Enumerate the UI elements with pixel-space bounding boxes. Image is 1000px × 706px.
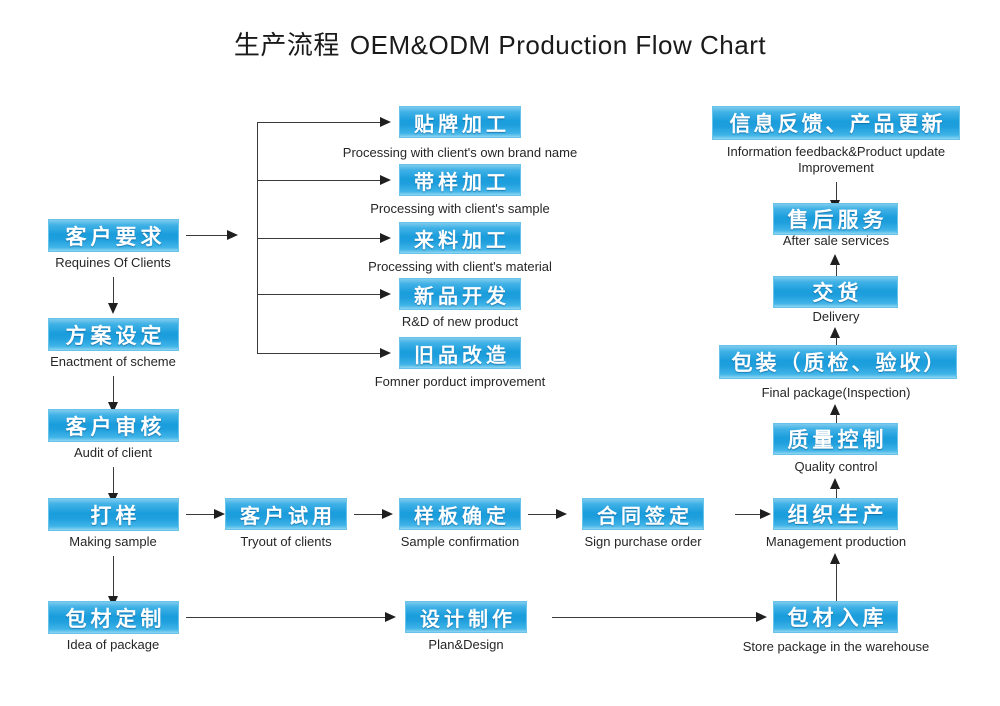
caption-making-sample: Making sample bbox=[69, 534, 157, 549]
node-branch-rd[interactable]: 新品开发 bbox=[399, 278, 521, 310]
connector-order-to-production bbox=[735, 514, 761, 515]
node-branch-material[interactable]: 来料加工 bbox=[399, 222, 521, 254]
node-feedback[interactable]: 信息反馈、产品更新 bbox=[712, 106, 960, 140]
connector-package-to-design bbox=[186, 617, 386, 618]
connector-store-to-production bbox=[836, 563, 837, 601]
node-branch-brand[interactable]: 贴牌加工 bbox=[399, 106, 521, 138]
caption-store-package: Store package in the warehouse bbox=[742, 639, 930, 654]
connector-feedback-to-aftersale bbox=[836, 182, 837, 202]
connector-design-to-store bbox=[552, 617, 757, 618]
branch-trunk-vertical bbox=[257, 122, 258, 353]
caption-client-requirements: Requines Of Clients bbox=[55, 255, 171, 270]
caption-quality-control: Quality control bbox=[794, 459, 878, 474]
connector-quality-to-package bbox=[836, 414, 837, 423]
node-making-sample[interactable]: 打样 bbox=[48, 498, 179, 531]
connector-branch-sample bbox=[257, 180, 381, 181]
connector-audit-to-sample bbox=[113, 467, 114, 494]
node-final-package[interactable]: 包装（质检、验收） bbox=[719, 345, 957, 379]
node-quality-control[interactable]: 质量控制 bbox=[773, 423, 898, 455]
arrowhead-production-to-quality bbox=[830, 478, 840, 489]
connector-tryout-to-confirm bbox=[354, 514, 383, 515]
arrowhead-design-to-store bbox=[756, 612, 767, 622]
arrowhead-branch-sample bbox=[380, 175, 391, 185]
page-title: 生产流程 OEM&ODM Production Flow Chart bbox=[0, 28, 1000, 63]
connector-delivery-to-aftersale bbox=[836, 264, 837, 280]
arrowhead-sample-to-tryout bbox=[214, 509, 225, 519]
arrowhead-order-to-production bbox=[760, 509, 771, 519]
connector-requirements-to-trunk bbox=[186, 235, 228, 236]
arrowhead-scheme-to-audit bbox=[108, 402, 118, 413]
caption-tryout: Tryout of clients bbox=[240, 534, 332, 549]
arrowhead-branch-material bbox=[380, 233, 391, 243]
connector-branch-rd bbox=[257, 294, 381, 295]
caption-after-sale: After sale services bbox=[782, 233, 890, 248]
connector-branch-material bbox=[257, 238, 381, 239]
node-sample-confirm[interactable]: 样板确定 bbox=[399, 498, 521, 530]
node-after-sale[interactable]: 售后服务 bbox=[773, 203, 898, 235]
arrowhead-package-to-delivery bbox=[830, 327, 840, 338]
caption-management-production: Management production bbox=[765, 534, 907, 549]
caption-final-package: Final package(Inspection) bbox=[761, 385, 911, 400]
caption-branch-rd: R&D of new product bbox=[401, 314, 519, 329]
connector-requirements-to-scheme bbox=[113, 277, 114, 304]
node-sign-order[interactable]: 合同签定 bbox=[582, 498, 704, 530]
arrowhead-confirm-to-order bbox=[556, 509, 567, 519]
node-scheme[interactable]: 方案设定 bbox=[48, 318, 179, 351]
connector-branch-improve bbox=[257, 353, 381, 354]
caption-sign-order: Sign purchase order bbox=[584, 534, 702, 549]
connector-sample-to-package bbox=[113, 556, 114, 597]
arrowhead-package-to-design bbox=[385, 612, 396, 622]
caption-idea-package: Idea of package bbox=[66, 637, 160, 652]
caption-branch-brand: Processing with client's own brand name bbox=[342, 145, 578, 160]
node-tryout[interactable]: 客户试用 bbox=[225, 498, 347, 530]
connector-package-to-delivery bbox=[836, 337, 837, 345]
node-store-package[interactable]: 包材入库 bbox=[773, 601, 898, 633]
connector-production-to-quality bbox=[836, 488, 837, 498]
node-branch-improve[interactable]: 旧品改造 bbox=[399, 337, 521, 369]
arrowhead-quality-to-package bbox=[830, 404, 840, 415]
caption-branch-sample: Processing with client's sample bbox=[370, 201, 550, 216]
node-delivery[interactable]: 交货 bbox=[773, 276, 898, 308]
caption-delivery: Delivery bbox=[812, 309, 860, 324]
arrowhead-branch-brand bbox=[380, 117, 391, 127]
connector-branch-brand bbox=[257, 122, 381, 123]
arrowhead-branch-improve bbox=[380, 348, 391, 358]
page-title-chinese: 生产流程 bbox=[233, 31, 340, 61]
arrowhead-requirements-to-scheme bbox=[108, 303, 118, 314]
node-plan-design[interactable]: 设计制作 bbox=[405, 601, 527, 633]
caption-branch-improve: Fomner porduct improvement bbox=[374, 374, 546, 389]
caption-scheme: Enactment of scheme bbox=[50, 354, 176, 369]
connector-sample-to-tryout bbox=[186, 514, 215, 515]
connector-scheme-to-audit bbox=[113, 376, 114, 403]
arrowhead-branch-rd bbox=[380, 289, 391, 299]
caption-plan-design: Plan&Design bbox=[428, 637, 504, 652]
caption-audit: Audit of client bbox=[73, 445, 153, 460]
arrowhead-tryout-to-confirm bbox=[382, 509, 393, 519]
node-idea-package[interactable]: 包材定制 bbox=[48, 601, 179, 634]
arrowhead-delivery-to-aftersale bbox=[830, 254, 840, 265]
node-branch-sample[interactable]: 带样加工 bbox=[399, 164, 521, 196]
page-title-english: OEM&ODM Production Flow Chart bbox=[349, 30, 767, 60]
connector-confirm-to-order bbox=[528, 514, 557, 515]
node-client-requirements[interactable]: 客户要求 bbox=[48, 219, 179, 252]
node-audit[interactable]: 客户审核 bbox=[48, 409, 179, 442]
caption-sample-confirm: Sample confirmation bbox=[400, 534, 520, 549]
node-management-production[interactable]: 组织生产 bbox=[773, 498, 898, 530]
arrowhead-requirements-to-trunk bbox=[227, 230, 238, 240]
caption-branch-material: Processing with client's material bbox=[368, 259, 552, 274]
arrowhead-store-to-production bbox=[830, 553, 840, 564]
caption-feedback: Information feedback&Product update Impr… bbox=[726, 144, 946, 175]
